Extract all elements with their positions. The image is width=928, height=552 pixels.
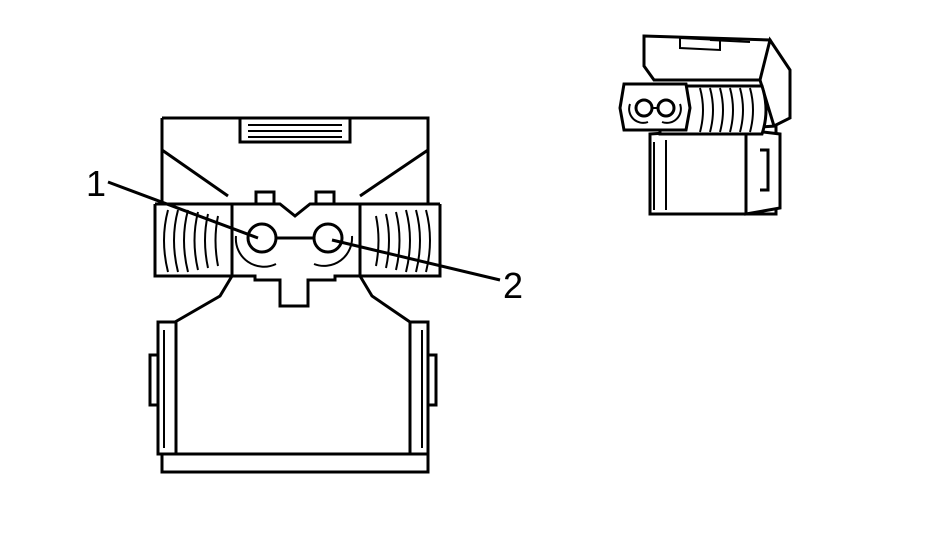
terminal-1 <box>246 222 278 254</box>
callout-label-2: 2 <box>503 265 523 306</box>
callout-label-1: 1 <box>86 163 106 204</box>
left-rail <box>156 320 178 456</box>
callout-2: 2 <box>331 238 523 306</box>
callout-1: 1 <box>86 163 259 240</box>
right-rail <box>408 320 430 456</box>
left-ribs <box>163 209 219 273</box>
connector-front-view <box>148 116 442 474</box>
right-ribs <box>375 209 431 273</box>
connector-iso-view <box>618 34 792 216</box>
terminal-2 <box>312 222 344 254</box>
terminal-housing <box>230 202 362 308</box>
bottom-base <box>160 452 430 474</box>
